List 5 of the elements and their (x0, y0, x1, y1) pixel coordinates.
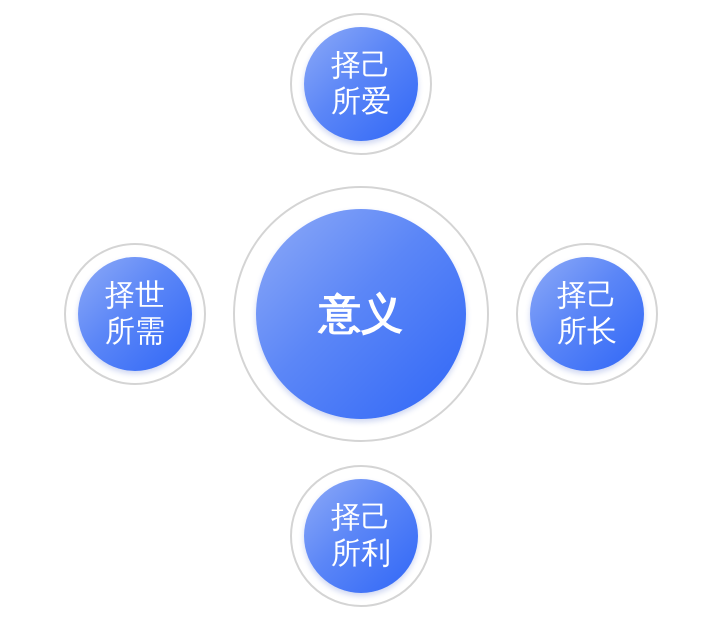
node-label: 意义 (319, 288, 403, 340)
node-label: 择己所长 (556, 278, 618, 350)
node-label: 择己所利 (330, 500, 392, 572)
node-label: 择世所需 (104, 278, 166, 350)
node-label: 择己所爱 (330, 48, 392, 120)
